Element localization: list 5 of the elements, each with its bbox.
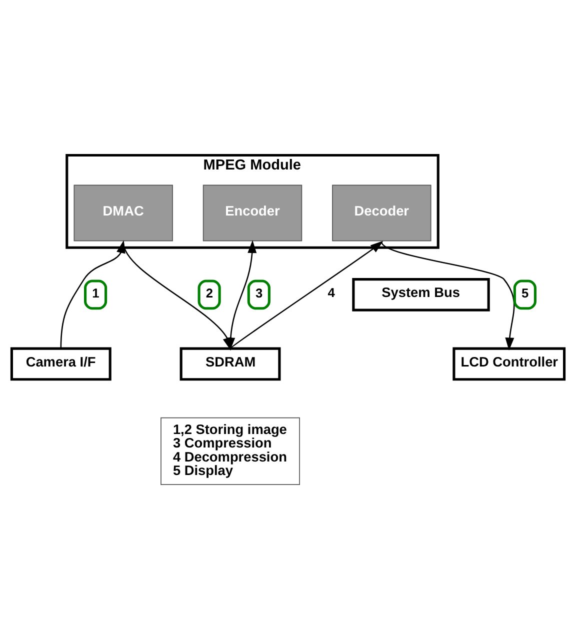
- edge-label: 5: [522, 285, 529, 300]
- edge-label: 4: [328, 284, 335, 300]
- edge-label: 1: [92, 285, 100, 300]
- edge-label: 3: [255, 285, 263, 300]
- edge-label: 2: [206, 285, 214, 300]
